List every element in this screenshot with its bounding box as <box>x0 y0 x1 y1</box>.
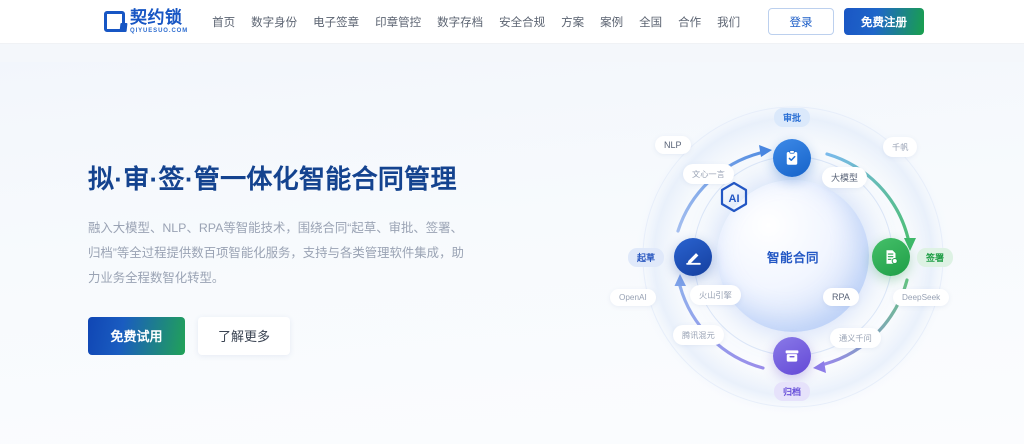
logo-icon <box>104 11 125 32</box>
hero-section: 拟·审·签·管一体化智能合同管理 融入大模型、NLP、RPA等智能技术，围绕合同… <box>0 44 1024 444</box>
stage-pill-draft[interactable]: 起草 <box>628 248 665 267</box>
nav-item-seal-control[interactable]: 印章管控 <box>375 16 422 29</box>
clipboard-check-icon <box>786 150 798 165</box>
nav-item-about-us[interactable]: 我们 <box>717 16 741 29</box>
tag-volcano-engine: 火山引擎 <box>690 285 741 305</box>
center-label: 智能合同 <box>766 250 819 265</box>
tag-openai: OpenAI <box>610 289 656 306</box>
hero-copy: 拟·审·签·管一体化智能合同管理 融入大模型、NLP、RPA等智能技术，围绕合同… <box>88 164 508 355</box>
tag-tongyi: 通义千问 <box>830 328 881 348</box>
main-navigation: 首页 数字身份 电子签章 印章管控 数字存档 安全合规 方案 案例 全国 合作 … <box>211 10 741 34</box>
logo-text: 契约锁 QIYUESUO.COM <box>130 9 188 34</box>
nav-item-partners[interactable]: 合作 <box>678 16 702 29</box>
center-smart-contract-orb: AI 智能合同 <box>717 180 869 332</box>
page-title: 拟·审·签·管一体化智能合同管理 <box>88 164 457 194</box>
stage-node-archive[interactable] <box>773 337 811 375</box>
stage-node-approval[interactable] <box>773 139 811 177</box>
logo-name-en: QIYUESUO.COM <box>130 28 189 34</box>
nav-item-e-signature[interactable]: 电子签章 <box>313 16 360 29</box>
pen-icon <box>685 252 701 265</box>
header-actions: 登录 免费注册 <box>768 8 924 35</box>
document-sign-icon <box>886 250 898 265</box>
archive-box-icon <box>785 350 799 362</box>
tag-nlp: NLP <box>655 136 691 154</box>
logo[interactable]: 契约锁 QIYUESUO.COM <box>104 9 188 34</box>
stage-pill-sign[interactable]: 签署 <box>917 248 954 267</box>
tag-large-model: 大模型 <box>822 167 868 188</box>
nav-item-solutions[interactable]: 方案 <box>561 16 585 29</box>
tag-deepseek: DeepSeek <box>893 289 950 306</box>
stage-pill-approval[interactable]: 审批 <box>773 108 811 127</box>
nav-item-home[interactable]: 首页 <box>212 16 236 29</box>
nav-item-security-compliance[interactable]: 安全合规 <box>499 16 546 29</box>
ai-hexagon-icon: AI <box>720 181 748 213</box>
stage-node-sign[interactable] <box>872 238 910 276</box>
stage-pill-archive[interactable]: 归档 <box>773 382 811 401</box>
tag-rpa: RPA <box>823 288 859 306</box>
nav-item-nationwide[interactable]: 全国 <box>639 16 663 29</box>
tag-hunyuan: 腾讯混元 <box>673 325 724 345</box>
hero-description: 融入大模型、NLP、RPA等智能技术，围绕合同“起草、审批、签署、归档”等全过程… <box>88 221 464 285</box>
logo-name-cn: 契约锁 <box>130 8 183 27</box>
nav-item-cases[interactable]: 案例 <box>600 16 624 29</box>
stage-node-draft[interactable] <box>674 238 712 276</box>
nav-item-digital-identity[interactable]: 数字身份 <box>251 16 298 29</box>
learn-more-button[interactable]: 了解更多 <box>198 316 290 355</box>
hero-top-strip <box>0 44 1024 62</box>
free-trial-button[interactable]: 免费试用 <box>88 316 185 355</box>
login-button[interactable]: 登录 <box>768 8 834 35</box>
tag-wenxin: 文心一言 <box>683 164 734 184</box>
hero-buttons: 免费试用 了解更多 <box>88 316 508 355</box>
register-button[interactable]: 免费注册 <box>844 8 924 35</box>
nav-item-digital-archive[interactable]: 数字存档 <box>437 16 484 29</box>
tag-qianfan: 千帆 <box>883 137 918 157</box>
site-header: 契约锁 QIYUESUO.COM 首页 数字身份 电子签章 印章管控 数字存档 … <box>0 0 1024 44</box>
svg-text:AI: AI <box>729 193 740 205</box>
smart-contract-lifecycle-diagram: AI 智能合同 <box>600 96 1000 436</box>
